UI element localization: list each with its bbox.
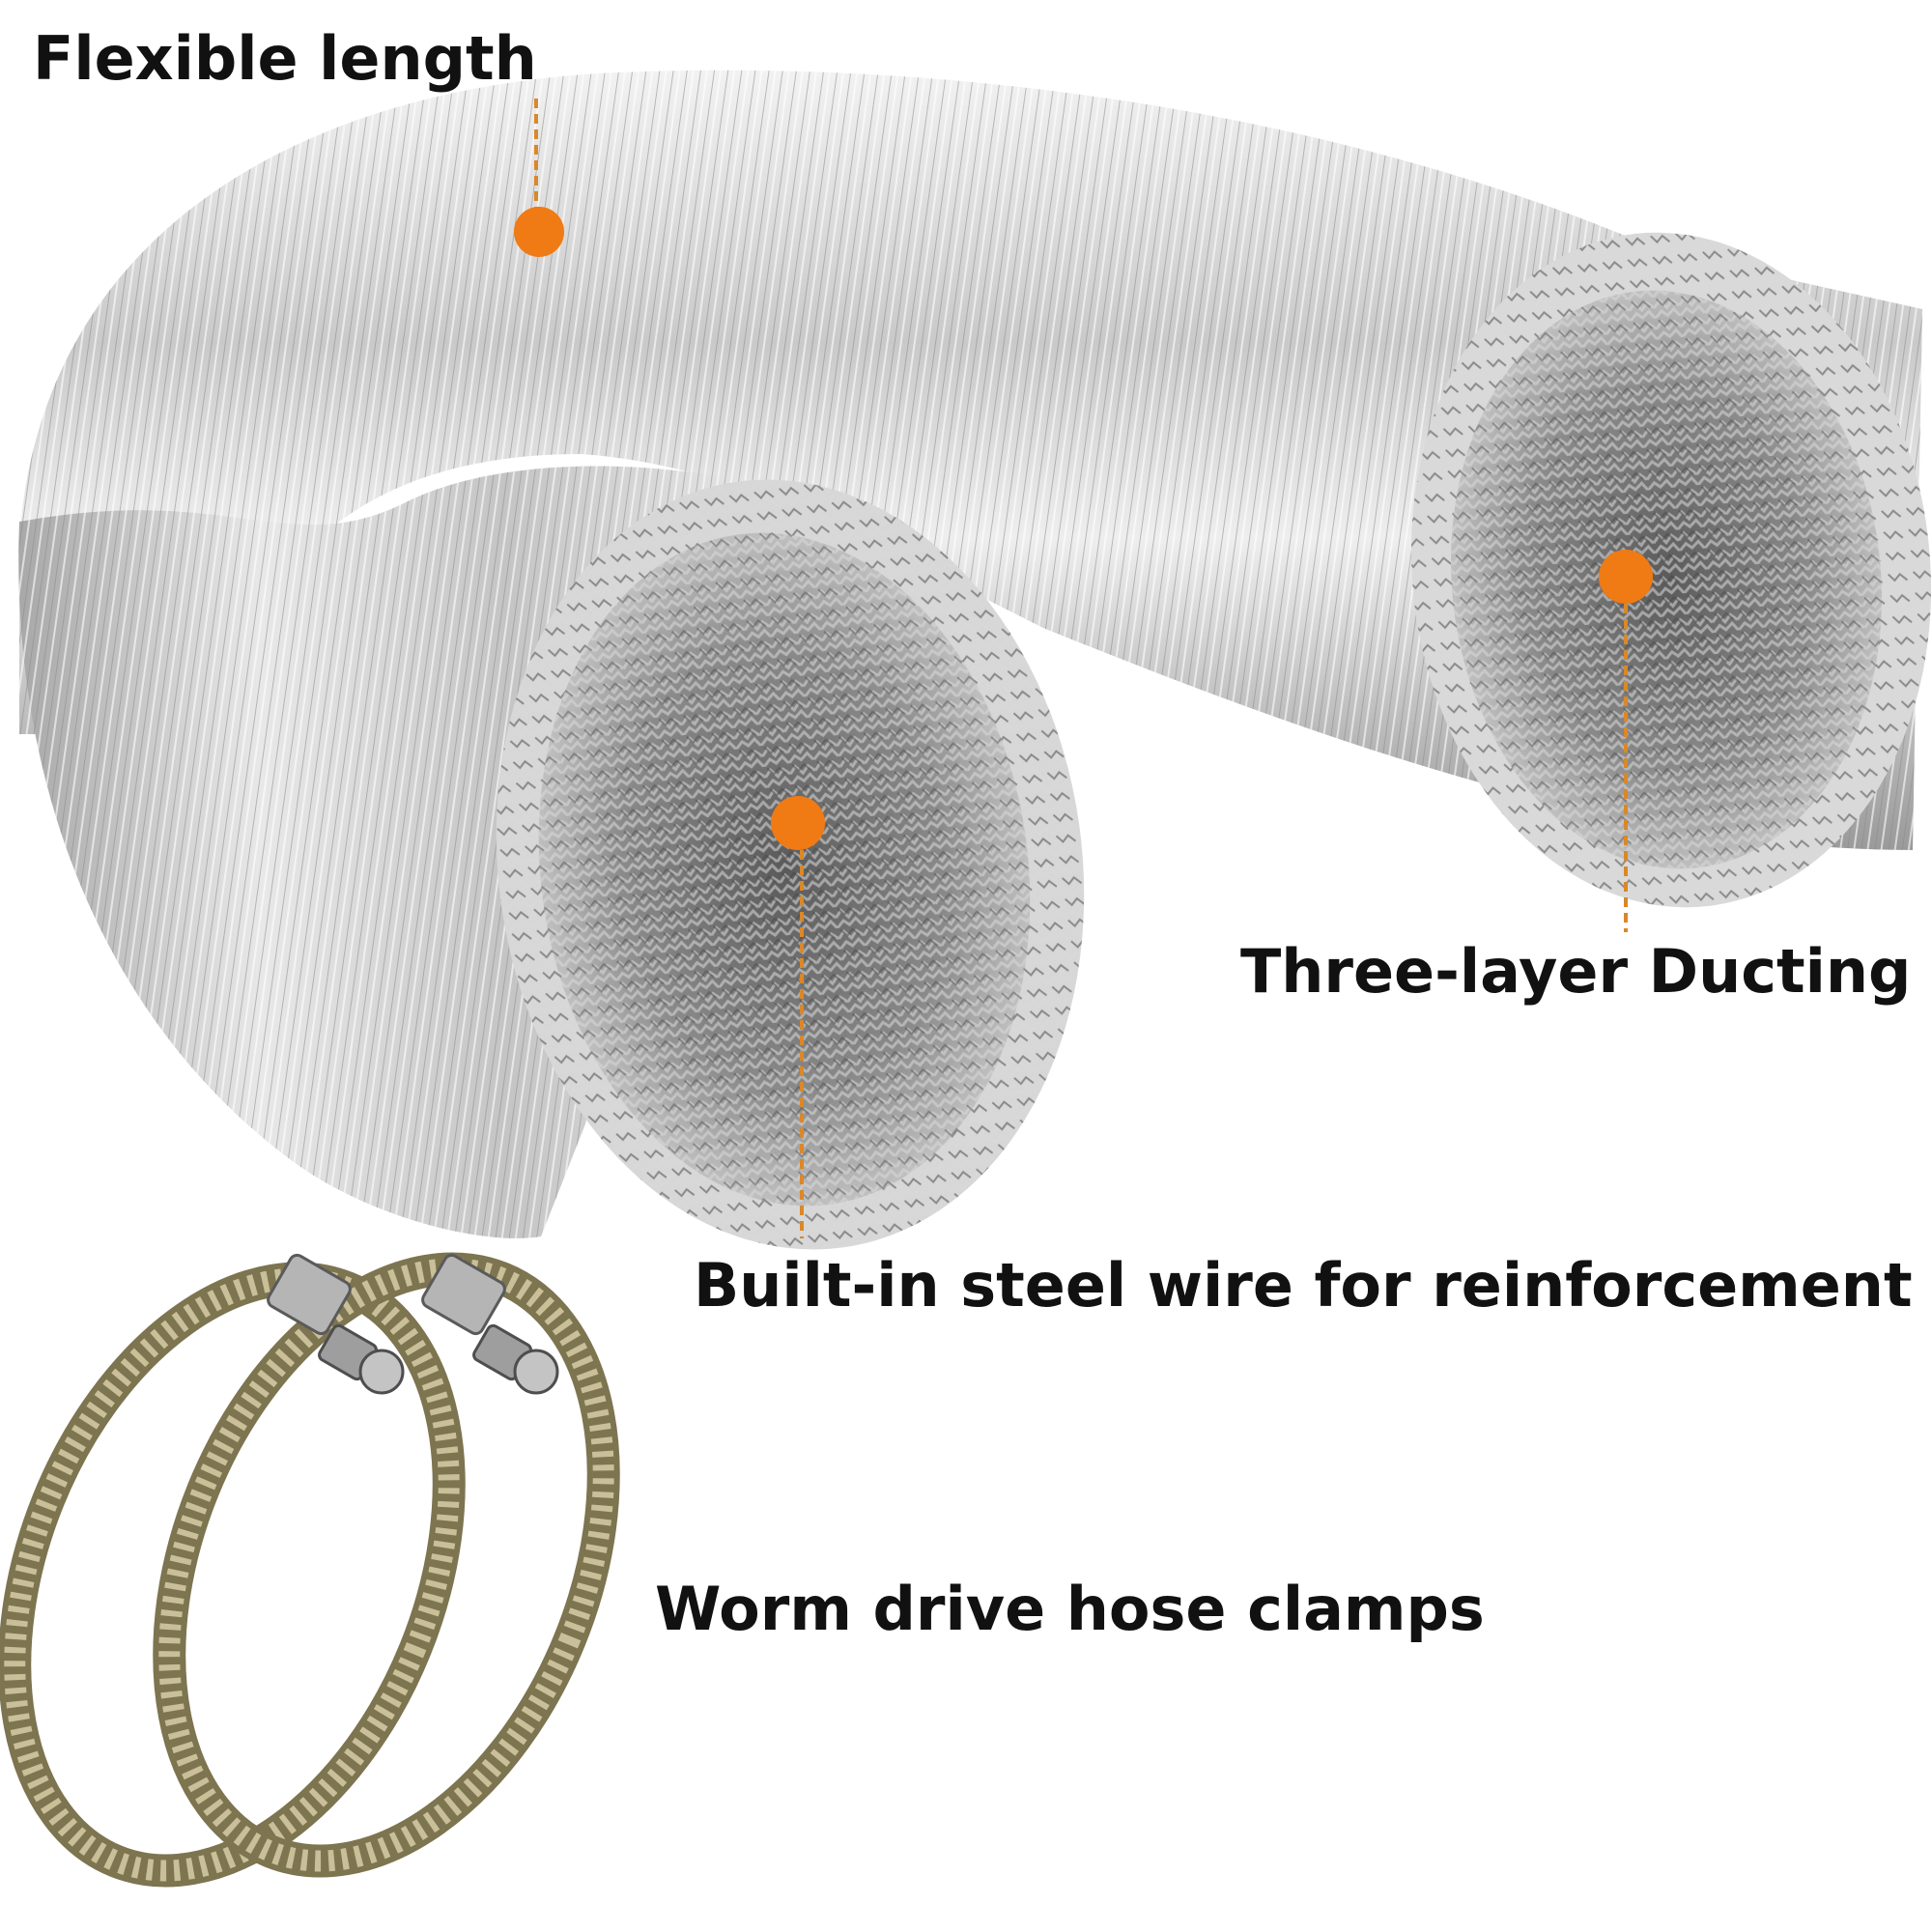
orange-dot-marker xyxy=(514,207,564,257)
label-built-in-steel-wire: Built-in steel wire for reinforcement xyxy=(694,1250,1913,1321)
callout-flexible-length xyxy=(514,99,564,257)
callout-three-layer xyxy=(1599,550,1653,932)
label-flexible-length: Flexible length xyxy=(33,23,537,94)
orange-dot-marker xyxy=(771,796,825,850)
label-worm-drive-hose-clamps: Worm drive hose clamps xyxy=(655,1574,1485,1644)
callout-builtin-wire xyxy=(771,796,825,1238)
hose-clamps xyxy=(0,1252,620,1888)
label-three-layer-ducting: Three-layer Ducting xyxy=(1240,936,1912,1007)
orange-dot-marker xyxy=(1599,550,1653,604)
clamp-screw-housing-1 xyxy=(267,1253,405,1395)
clamp-screw-housing-2 xyxy=(421,1253,559,1395)
flex-duct xyxy=(18,70,1932,1250)
